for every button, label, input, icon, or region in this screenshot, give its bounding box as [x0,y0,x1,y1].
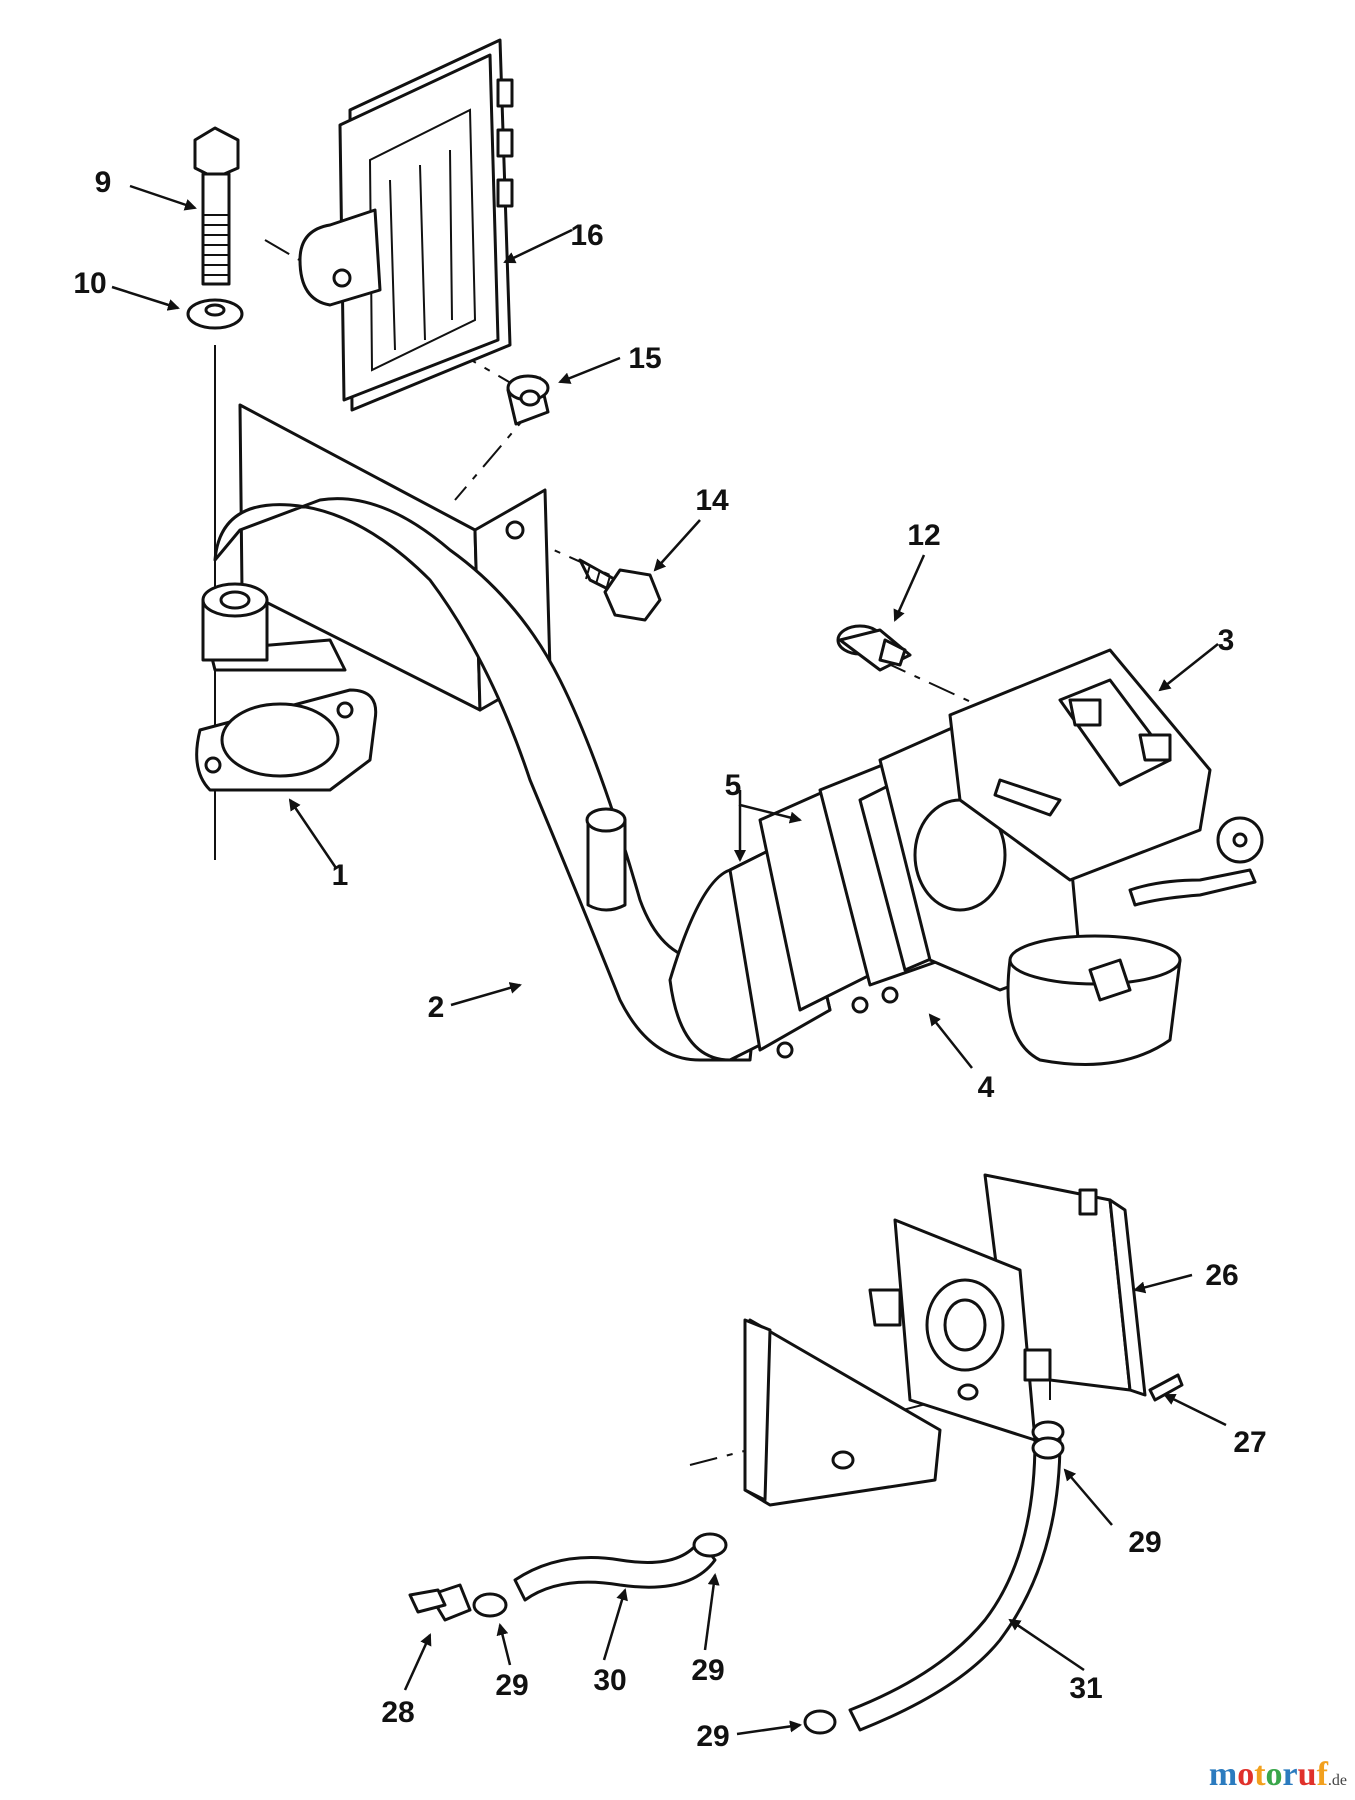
watermark-letter: o [1237,1756,1255,1793]
callout-3: 3 [1218,624,1235,657]
callout-29-left: 29 [495,1669,528,1702]
fuel-hoses-and-clamps [408,1420,1065,1735]
callout-numbers: 9 10 16 15 14 12 3 5 1 2 4 26 27 29 31 3… [73,166,1266,1753]
callout-2: 2 [428,991,445,1024]
watermark-letter: r [1282,1756,1298,1793]
callout-28: 28 [381,1696,414,1729]
spacer-part-15 [506,374,550,426]
callout-29-center: 29 [691,1654,724,1687]
carburetor-part-3 [878,648,1264,1066]
callout-1: 1 [332,859,349,892]
watermark-letter: m [1208,1756,1238,1793]
fitting-part-12 [836,624,912,672]
callout-26: 26 [1205,1259,1238,1292]
callout-29-bottom: 29 [696,1720,729,1753]
intake-pipe-part-2 [201,497,762,1062]
callout-31: 31 [1069,1672,1102,1705]
watermark-logo: motoruf.de [1209,1756,1347,1794]
watermark-letter: u [1297,1756,1317,1793]
callout-15: 15 [628,342,661,375]
bolt-part-9 [193,126,240,286]
callout-10: 10 [73,267,106,300]
callout-12: 12 [907,519,940,552]
callout-30: 30 [593,1664,626,1697]
watermark-letter: o [1265,1756,1283,1793]
gasket-part-1 [195,688,378,792]
bolt-part-14 [578,558,662,622]
callout-16: 16 [570,219,603,252]
watermark-tld: .de [1327,1772,1347,1789]
watermark-letter: t [1254,1756,1266,1793]
cover-part-16 [298,38,514,412]
callout-9: 9 [95,166,112,199]
fuel-pump-part-26 [743,1173,1184,1507]
callout-27: 27 [1233,1426,1266,1459]
washer-part-10 [186,298,244,330]
callout-29-right: 29 [1128,1526,1161,1559]
watermark-letter: f [1316,1756,1328,1793]
callout-4: 4 [978,1071,995,1104]
callout-5: 5 [725,769,742,802]
callout-leaders [111,184,1227,1736]
callout-14: 14 [695,484,729,517]
